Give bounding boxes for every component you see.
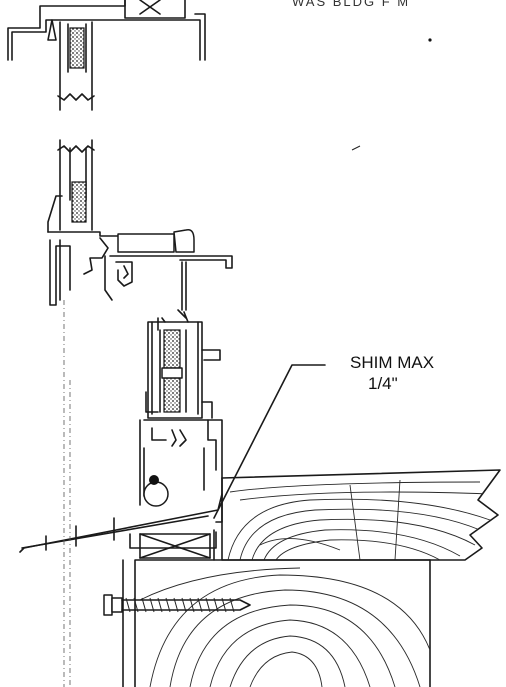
wall-framing [122, 559, 431, 687]
glass-break [57, 139, 95, 231]
glazing-gasket-icon [163, 329, 181, 369]
glazing-gasket-icon [69, 27, 85, 69]
lag-screw-icon [103, 594, 251, 616]
lower-sash [145, 309, 221, 419]
stray-dot [428, 38, 432, 42]
stray-mark [351, 145, 361, 151]
glazing-gasket-icon [163, 377, 181, 413]
glazing-gasket-icon [71, 181, 87, 223]
callout-leader [213, 364, 326, 519]
wood-sill [221, 469, 501, 561]
backer-rod-icon [143, 475, 169, 507]
callout-line2: 1/4" [368, 374, 398, 393]
centerlines [63, 300, 71, 687]
callout-line1: SHIM MAX [350, 353, 434, 372]
sill-frame [19, 419, 223, 561]
head-frame-section [7, 0, 206, 111]
header-partial-text: WAS BLDG F M [292, 0, 410, 9]
upper-sash-rail [47, 195, 233, 311]
